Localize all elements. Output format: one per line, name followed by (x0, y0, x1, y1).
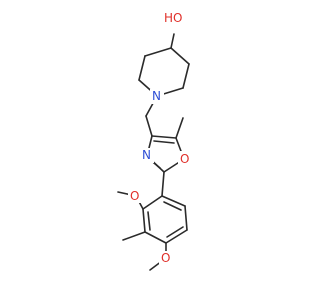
bond-ox-c4-c5 (151, 135, 177, 139)
label-bg-pip-n (150, 89, 164, 104)
bond-ph-c1-c2 (142, 195, 163, 210)
oxazole-n-label: N (142, 148, 151, 162)
methoxy-lower-o-label: O (161, 251, 170, 265)
oxazole-o-label: O (180, 152, 189, 166)
label-bg-oh (163, 9, 187, 26)
bond-ph-c2-c3-double (147, 211, 151, 231)
bond-ox-c4-c5-double (153, 140, 175, 144)
bond-ox-phenyl (161, 171, 165, 197)
bond-ph-c5-c6 (184, 205, 188, 231)
label-bg-ome-lower (159, 251, 173, 266)
bond-pip-c3-c2 (182, 63, 190, 89)
label-bg-ox-n (140, 148, 154, 163)
hydroxyl-label: HO (164, 11, 182, 25)
atom-labels: HO N N O O O (128, 9, 192, 266)
bond-ph-c4-c5-double (166, 226, 184, 238)
label-bg-ome-upper (128, 188, 142, 203)
bond-ph-c2-c3 (142, 208, 146, 233)
bond-ph-c4-c5 (165, 229, 188, 244)
bond-pip-c5-c4 (144, 47, 172, 57)
bond-pip-c4-c3 (170, 47, 190, 65)
label-bg-ox-o (178, 151, 192, 166)
bond-oh (170, 33, 175, 49)
bond-methyl-c5 (175, 117, 184, 139)
bond-ph-c3-c4 (144, 231, 167, 244)
molecule-structure: HO N N O O O (117, 9, 192, 271)
bond-pip-c6-c5 (138, 55, 146, 81)
bond-ph-c6-c1 (161, 195, 186, 207)
piperidine-n-label: N (152, 89, 161, 103)
bond-ph-c6-c1-double (163, 201, 182, 211)
methoxy-upper-o-label: O (130, 189, 139, 203)
bond-ch2-oxc4 (145, 115, 153, 137)
bond-methyl-c3 (122, 231, 146, 241)
